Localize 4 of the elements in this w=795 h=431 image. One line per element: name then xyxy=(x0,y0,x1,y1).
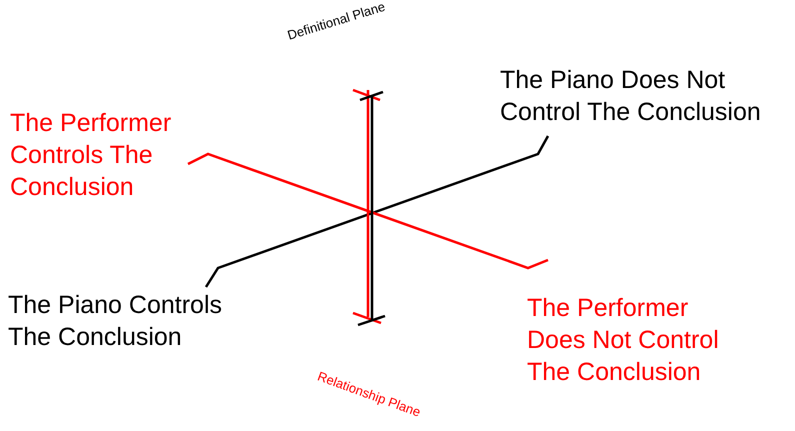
pole-label: The Performer Controls The Conclusion xyxy=(10,108,172,203)
pole-label: The Performer Does Not Control The Conclusion xyxy=(527,293,720,388)
pole-label: The Piano Does Not Control The Conclusion xyxy=(500,65,762,128)
pole-label: The Piano Controls The Conclusion xyxy=(8,290,224,353)
